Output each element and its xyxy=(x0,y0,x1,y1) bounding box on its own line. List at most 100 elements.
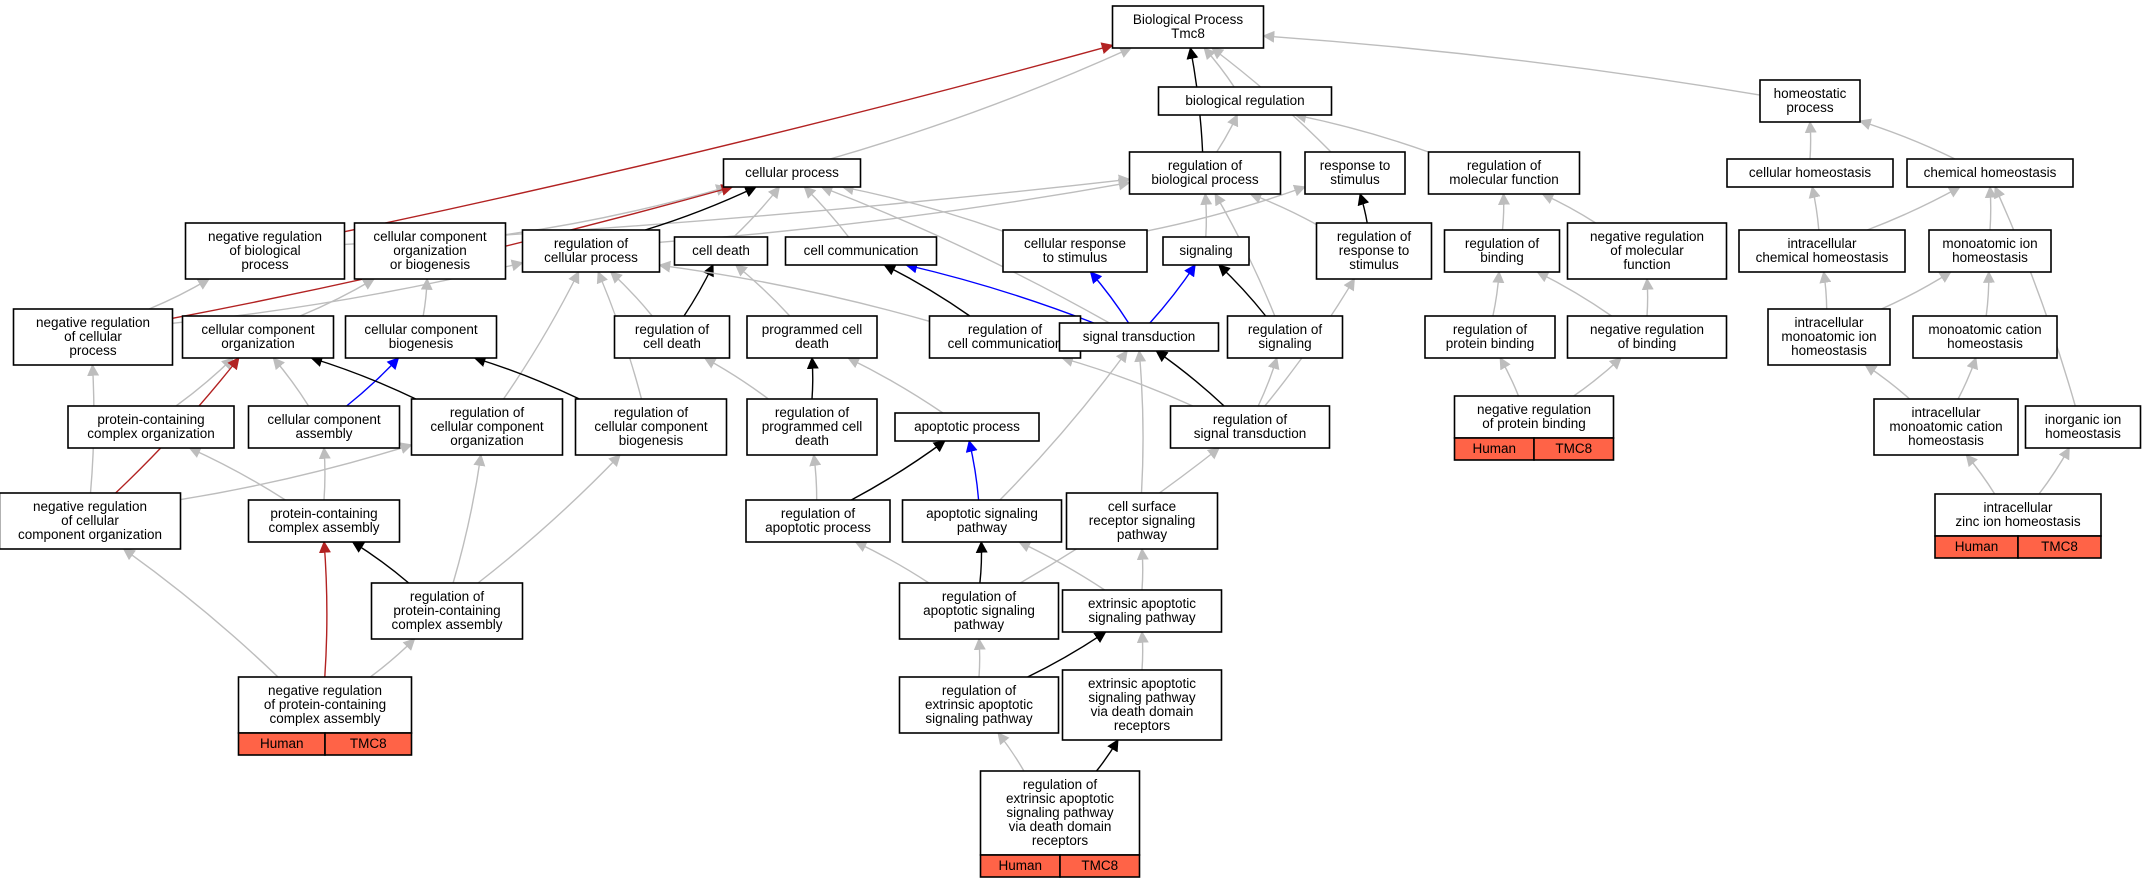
go-term-biolreg[interactable]: biological regulation xyxy=(1157,86,1333,116)
node-box xyxy=(1443,229,1561,273)
edge-intrachem-to-chemhomeo xyxy=(1866,186,1961,231)
node-label-line: process xyxy=(1786,100,1834,115)
go-term-chemhomeo[interactable]: chemical homeostasis xyxy=(1906,158,2074,188)
node-box xyxy=(746,398,878,456)
go-term-signaling[interactable]: signaling xyxy=(1162,236,1250,266)
node-box xyxy=(237,676,413,734)
go-term-sigtrans[interactable]: signal transduction xyxy=(1058,322,1220,352)
node-label-line: inorganic ion xyxy=(2045,412,2122,427)
edge-regsigtrans-to-regcomm xyxy=(1061,355,1194,407)
edge-pcca-to-cca xyxy=(318,446,331,501)
node-box xyxy=(746,315,878,359)
node-box xyxy=(12,308,174,366)
edge-negbiol-to-bp xyxy=(344,42,1114,233)
node-label-line: or biogenesis xyxy=(390,257,471,272)
node-label-line: programmed cell xyxy=(762,322,863,337)
node-label-line: extrinsic apoptotic xyxy=(1006,791,1114,806)
go-term-cellproc[interactable]: cellular process xyxy=(722,158,862,188)
edge-regpcca-to-regcco xyxy=(452,453,486,584)
edge-regcco-to-regcell xyxy=(502,270,580,400)
node-label-line: cellular process xyxy=(544,250,638,265)
node-box xyxy=(0,492,182,550)
node-box xyxy=(1912,315,2058,359)
node-box xyxy=(1767,308,1891,366)
go-term-apop[interactable]: apoptotic process xyxy=(894,412,1040,442)
edge-negpcca-to-regpcca xyxy=(369,638,416,678)
node-box xyxy=(410,398,564,456)
go-term-celldeath[interactable]: cell death xyxy=(673,236,769,266)
node-label-line: response to xyxy=(1339,243,1410,258)
edge-regpcd-to-regdeath xyxy=(703,357,769,400)
edge-regsigtrans-to-sigtrans xyxy=(1155,350,1225,407)
node-box xyxy=(894,412,1040,442)
go-term-cellcomm[interactable]: cell communication xyxy=(784,236,938,266)
go-term-cellhomeo[interactable]: cellular homeostasis xyxy=(1726,158,1894,188)
edge-regpcd-to-pcd xyxy=(806,356,819,400)
edge-regccb-to-ccb xyxy=(473,355,580,400)
node-label-line: process xyxy=(241,257,289,272)
node-label-line: regulation of xyxy=(1248,322,1323,337)
node-label-line: cell communication xyxy=(948,336,1063,351)
node-label-line: regulation of xyxy=(775,405,850,420)
node-label-line: cellular component xyxy=(430,419,544,434)
node-label-line: cellular component xyxy=(364,322,478,337)
node-label-line: process xyxy=(69,343,117,358)
node-box xyxy=(898,676,1060,734)
edge-regresp-to-regbiol xyxy=(1249,192,1317,226)
node-label-line: of cellular xyxy=(61,513,119,528)
node-label-line: signaling xyxy=(1258,336,1311,351)
edge-extapop-to-apopsig xyxy=(1018,541,1106,591)
node-label-line: complex assembly xyxy=(268,520,379,535)
edge-negcellproc-to-negbiol xyxy=(148,278,211,310)
node-label-line: signaling xyxy=(1179,243,1232,258)
